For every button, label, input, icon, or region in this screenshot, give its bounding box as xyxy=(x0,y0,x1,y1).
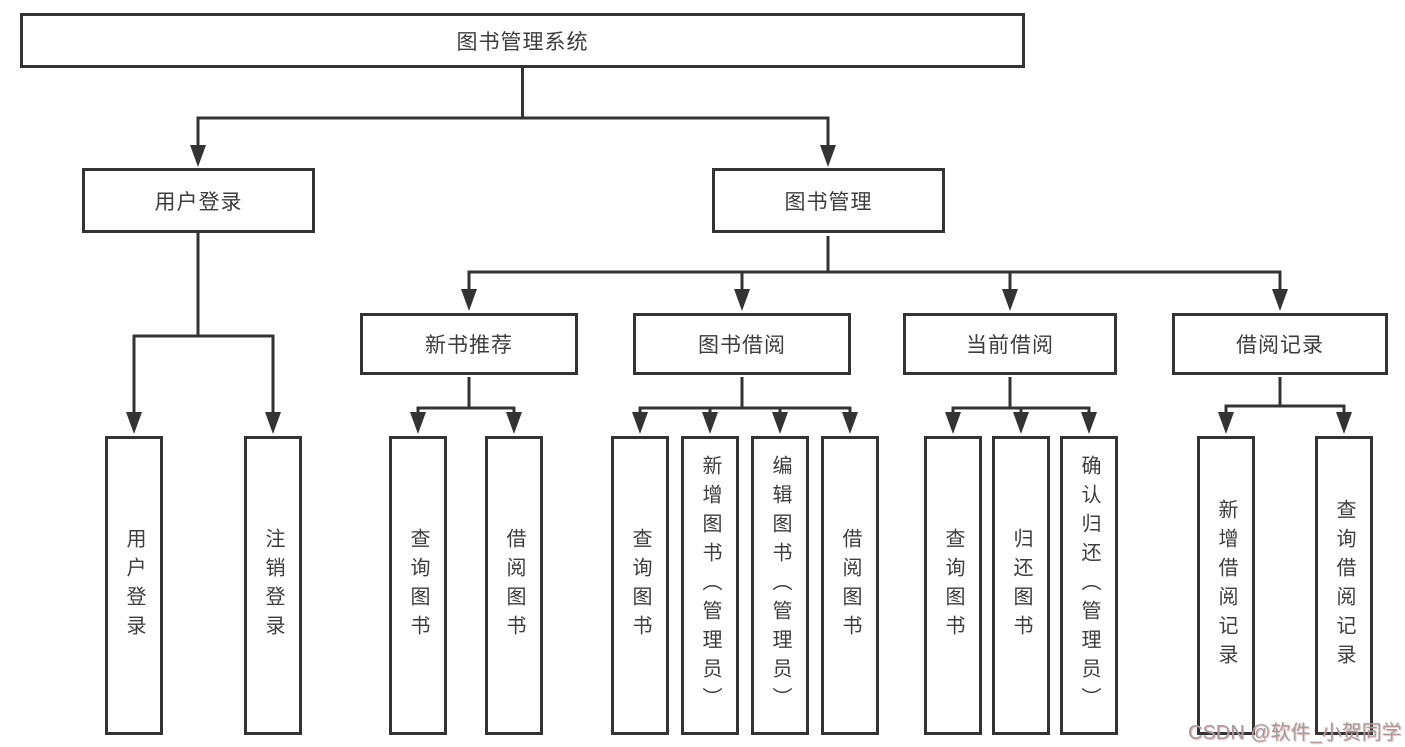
leaf-borrow-books-recommend: 借阅图书 xyxy=(485,436,543,735)
leaf-query-borrow-record-label: 查询借阅记录 xyxy=(1333,498,1355,673)
arrow-down-icon xyxy=(842,412,858,434)
node-new-book-recommend-label: 新书推荐 xyxy=(425,334,513,357)
node-root: 图书管理系统 xyxy=(20,13,1025,68)
node-borrowing-records-label: 借阅记录 xyxy=(1236,334,1324,357)
arrow-down-icon xyxy=(945,412,961,434)
arrow-down-icon xyxy=(1081,412,1097,434)
leaf-edit-books-admin: 编辑图书（管理员） xyxy=(751,436,809,735)
leaf-edit-books-admin-label: 编辑图书（管理员） xyxy=(769,455,791,716)
leaf-query-books-borrowing: 查询图书 xyxy=(611,436,669,735)
leaf-confirm-return-admin: 确认归还（管理员） xyxy=(1060,436,1118,735)
node-borrowing-records: 借阅记录 xyxy=(1172,313,1388,375)
leaf-query-books-borrowing-label: 查询图书 xyxy=(629,527,651,644)
leaf-add-borrow-record-label: 新增借阅记录 xyxy=(1215,498,1237,673)
leaf-query-borrow-record: 查询借阅记录 xyxy=(1315,436,1373,735)
node-user-login: 用户登录 xyxy=(82,168,315,233)
arrow-down-icon xyxy=(265,412,281,434)
leaf-borrow-books: 借阅图书 xyxy=(821,436,879,735)
node-book-borrowing-label: 图书借阅 xyxy=(698,334,786,357)
arrow-down-icon xyxy=(632,412,648,434)
arrow-down-icon xyxy=(506,412,522,434)
leaf-query-books-current-label: 查询图书 xyxy=(942,527,964,644)
arrow-down-icon xyxy=(772,412,788,434)
arrow-down-icon xyxy=(461,289,477,311)
node-book-management-label: 图书管理 xyxy=(784,190,873,214)
arrow-down-icon xyxy=(702,412,718,434)
leaf-borrow-books-label: 借阅图书 xyxy=(839,527,861,644)
leaf-user-login: 用户登录 xyxy=(105,436,163,735)
leaf-return-books: 归还图书 xyxy=(992,436,1050,735)
arrow-down-icon xyxy=(1013,412,1029,434)
leaf-return-books-label: 归还图书 xyxy=(1010,527,1032,644)
node-new-book-recommend: 新书推荐 xyxy=(360,313,578,375)
leaf-add-books-admin-label: 新增图书（管理员） xyxy=(699,455,721,716)
node-user-login-label: 用户登录 xyxy=(154,190,243,214)
arrow-down-icon xyxy=(1272,289,1288,311)
node-current-borrowing-label: 当前借阅 xyxy=(966,334,1054,357)
leaf-add-borrow-record: 新增借阅记录 xyxy=(1197,436,1255,735)
arrow-down-icon xyxy=(126,412,142,434)
arrow-down-icon xyxy=(1218,412,1234,434)
arrow-down-icon xyxy=(820,145,836,167)
leaf-query-books-recommend: 查询图书 xyxy=(389,436,447,735)
leaf-query-books-recommend-label: 查询图书 xyxy=(407,527,429,644)
leaf-borrow-books-recommend-label: 借阅图书 xyxy=(503,527,525,644)
leaf-logout: 注销登录 xyxy=(244,436,302,735)
arrow-down-icon xyxy=(734,289,750,311)
node-current-borrowing: 当前借阅 xyxy=(903,313,1117,375)
node-book-borrowing: 图书借阅 xyxy=(633,313,851,375)
csdn-watermark: CSDN @软件_小贺同学 xyxy=(1188,722,1402,744)
arrow-down-icon xyxy=(1002,289,1018,311)
node-root-label: 图书管理系统 xyxy=(456,30,589,54)
leaf-add-books-admin: 新增图书（管理员） xyxy=(681,436,739,735)
leaf-query-books-current: 查询图书 xyxy=(924,436,982,735)
node-book-management: 图书管理 xyxy=(712,168,945,233)
leaf-confirm-return-admin-label: 确认归还（管理员） xyxy=(1078,455,1100,716)
leaf-user-login-label: 用户登录 xyxy=(123,527,145,644)
leaf-logout-label: 注销登录 xyxy=(262,527,284,644)
arrow-down-icon xyxy=(190,145,206,167)
arrow-down-icon xyxy=(1336,412,1352,434)
arrow-down-icon xyxy=(410,412,426,434)
